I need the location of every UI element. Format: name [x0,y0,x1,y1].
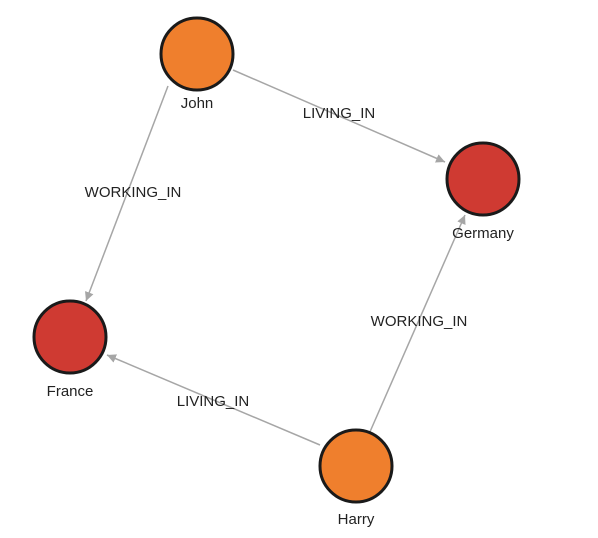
edge-line[interactable] [85,85,169,302]
edge-line[interactable] [106,354,321,446]
node-circle-person[interactable] [159,16,235,92]
edge-label: WORKING_IN [85,184,182,201]
node-germany[interactable]: Germany [445,141,521,242]
edge-john-germany[interactable]: LIVING_IN [232,69,446,163]
edge-harry-germany[interactable]: WORKING_IN [368,214,468,435]
node-label: France [47,383,94,400]
node-circle-person[interactable] [318,428,394,504]
node-circle-country[interactable] [32,299,108,375]
node-john[interactable]: John [159,16,235,112]
edge-harry-france[interactable]: LIVING_IN [106,354,321,446]
node-label: Germany [452,225,514,242]
node-harry[interactable]: Harry [318,428,394,528]
node-label: John [181,95,214,112]
node-label: Harry [338,511,375,528]
edge-label: LIVING_IN [177,393,250,410]
edge-line[interactable] [368,214,466,435]
edge-john-france[interactable]: WORKING_IN [85,85,182,302]
edge-label: WORKING_IN [371,313,468,330]
edge-line[interactable] [232,69,446,163]
edge-label: LIVING_IN [303,105,376,122]
node-france[interactable]: France [32,299,108,400]
node-circle-country[interactable] [445,141,521,217]
